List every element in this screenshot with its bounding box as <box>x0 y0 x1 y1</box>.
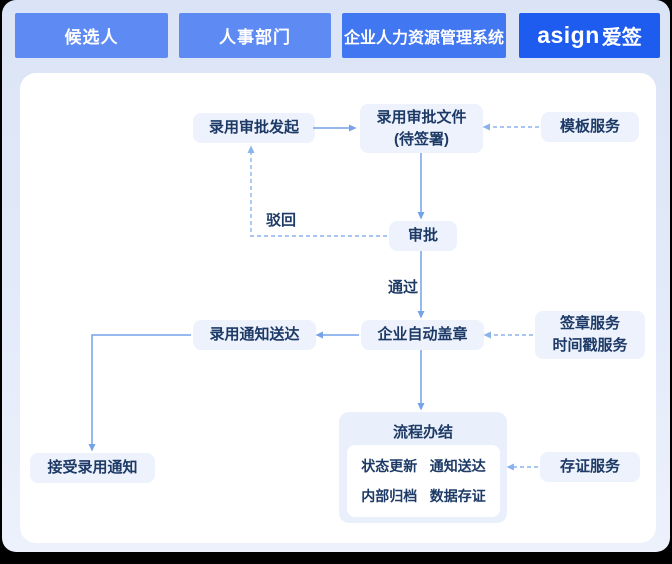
diagram-card: 候选人 人事部门 企业人力资源管理系统 asign 爱签 录用审批发起 录用审批… <box>2 0 670 552</box>
node-approve-label: 审批 <box>407 227 438 245</box>
node-initiate-approval: 录用审批发起 <box>193 113 315 143</box>
service-timestamp-label: 时间戳服务 <box>552 337 628 354</box>
node-approval-document: 录用审批文件 (待签署) <box>360 104 483 153</box>
lane-hr-system: 企业人力资源管理系统 <box>342 13 506 58</box>
node-accept-notice-label: 接受录用通知 <box>47 459 138 477</box>
asign-logo: asign <box>537 22 600 48</box>
group-process-finish: 流程办结 状态更新 通知送达 内部归档 数据存证 <box>339 412 507 523</box>
node-approval-document-line2: (待签署) <box>394 130 449 148</box>
finish-item-data-evidence: 数据存证 <box>429 488 486 504</box>
node-approve: 审批 <box>389 221 457 251</box>
edge-label-pass: 通过 <box>388 279 419 296</box>
node-initiate-approval-label: 录用审批发起 <box>208 119 299 137</box>
edge-label-reject: 驳回 <box>266 212 297 229</box>
finish-item-status-update: 状态更新 <box>361 458 418 474</box>
node-approval-document-line1: 录用审批文件 <box>376 108 467 126</box>
service-evidence-label: 存证服务 <box>559 458 620 476</box>
lane-asign-brand: asign 爱签 <box>519 13 660 58</box>
service-template-label: 模板服务 <box>559 118 620 136</box>
lane-hr-department-label: 人事部门 <box>219 28 291 47</box>
node-accept-notice: 接受录用通知 <box>30 453 155 483</box>
asign-logo-cjk: 爱签 <box>601 27 642 49</box>
node-auto-stamp: 企业自动盖章 <box>361 320 484 350</box>
service-template: 模板服务 <box>541 112 639 142</box>
lane-hr-department: 人事部门 <box>179 13 331 58</box>
finish-item-internal-archive: 内部归档 <box>361 488 418 504</box>
lane-candidate-label: 候选人 <box>64 28 119 47</box>
service-signature-label: 签章服务 <box>559 315 620 333</box>
node-notice-delivered: 录用通知送达 <box>193 320 316 350</box>
node-auto-stamp-label: 企业自动盖章 <box>377 326 468 344</box>
service-evidence: 存证服务 <box>540 452 640 482</box>
group-process-finish-items: 状态更新 通知送达 内部归档 数据存证 <box>347 445 500 517</box>
lane-hr-system-label: 企业人力资源管理系统 <box>343 29 504 47</box>
finish-item-notice-delivery: 通知送达 <box>429 458 486 474</box>
group-process-finish-title: 流程办结 <box>392 424 453 441</box>
node-notice-delivered-label: 录用通知送达 <box>209 326 300 344</box>
lane-candidate: 候选人 <box>15 13 168 58</box>
service-signature-timestamp: 签章服务 时间戳服务 <box>535 311 645 359</box>
